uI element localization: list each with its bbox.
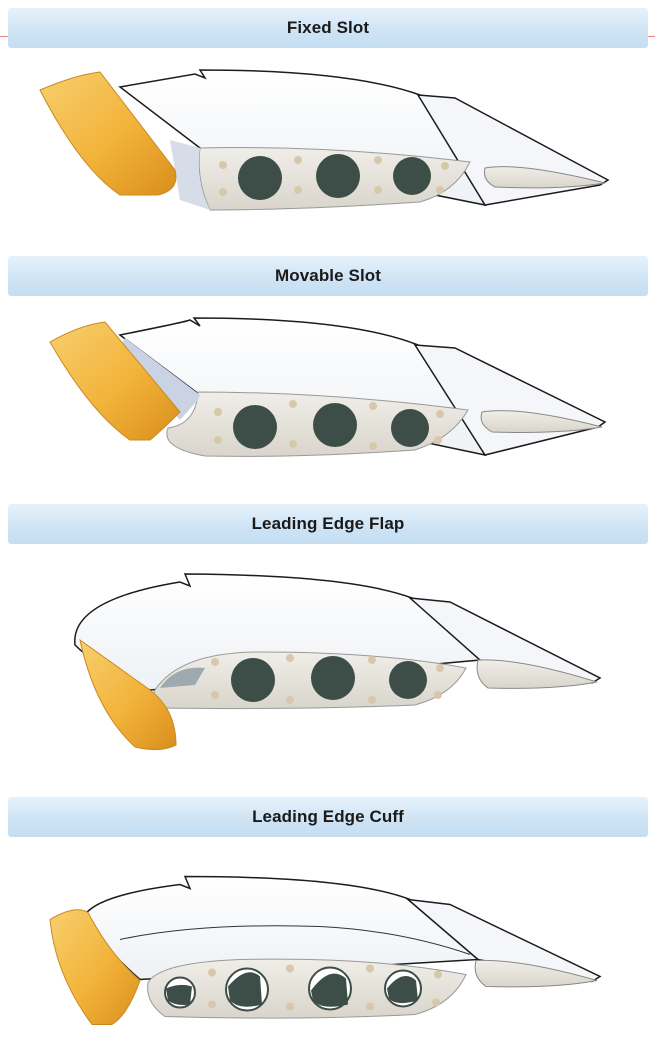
spar-hole [238,156,282,200]
panel-title: Leading Edge Cuff [252,807,404,827]
title-banner-fixed-slot: Fixed Slot [8,8,648,48]
title-banner-movable-slot: Movable Slot [8,256,648,296]
spar-hole [233,405,277,449]
spar-hole [389,661,427,699]
diagram-page: Fixed Slot [0,0,655,1006]
panel-title: Fixed Slot [287,18,369,38]
spar-hole [316,154,360,198]
spar-hole [311,656,355,700]
leading-edge-flap-diagram [0,560,655,760]
title-banner-leading-edge-cuff: Leading Edge Cuff [8,797,648,837]
spar-hole [393,157,431,195]
spar-hole [313,403,357,447]
movable-slot-diagram [0,300,655,500]
fixed-slot-diagram [0,50,655,250]
leading-edge-cuff-diagram [0,845,655,1045]
spar-hole [231,658,275,702]
panel-title: Leading Edge Flap [252,514,405,534]
title-banner-leading-edge-flap: Leading Edge Flap [8,504,648,544]
panel-title: Movable Slot [275,266,381,286]
spar-hole [391,409,429,447]
